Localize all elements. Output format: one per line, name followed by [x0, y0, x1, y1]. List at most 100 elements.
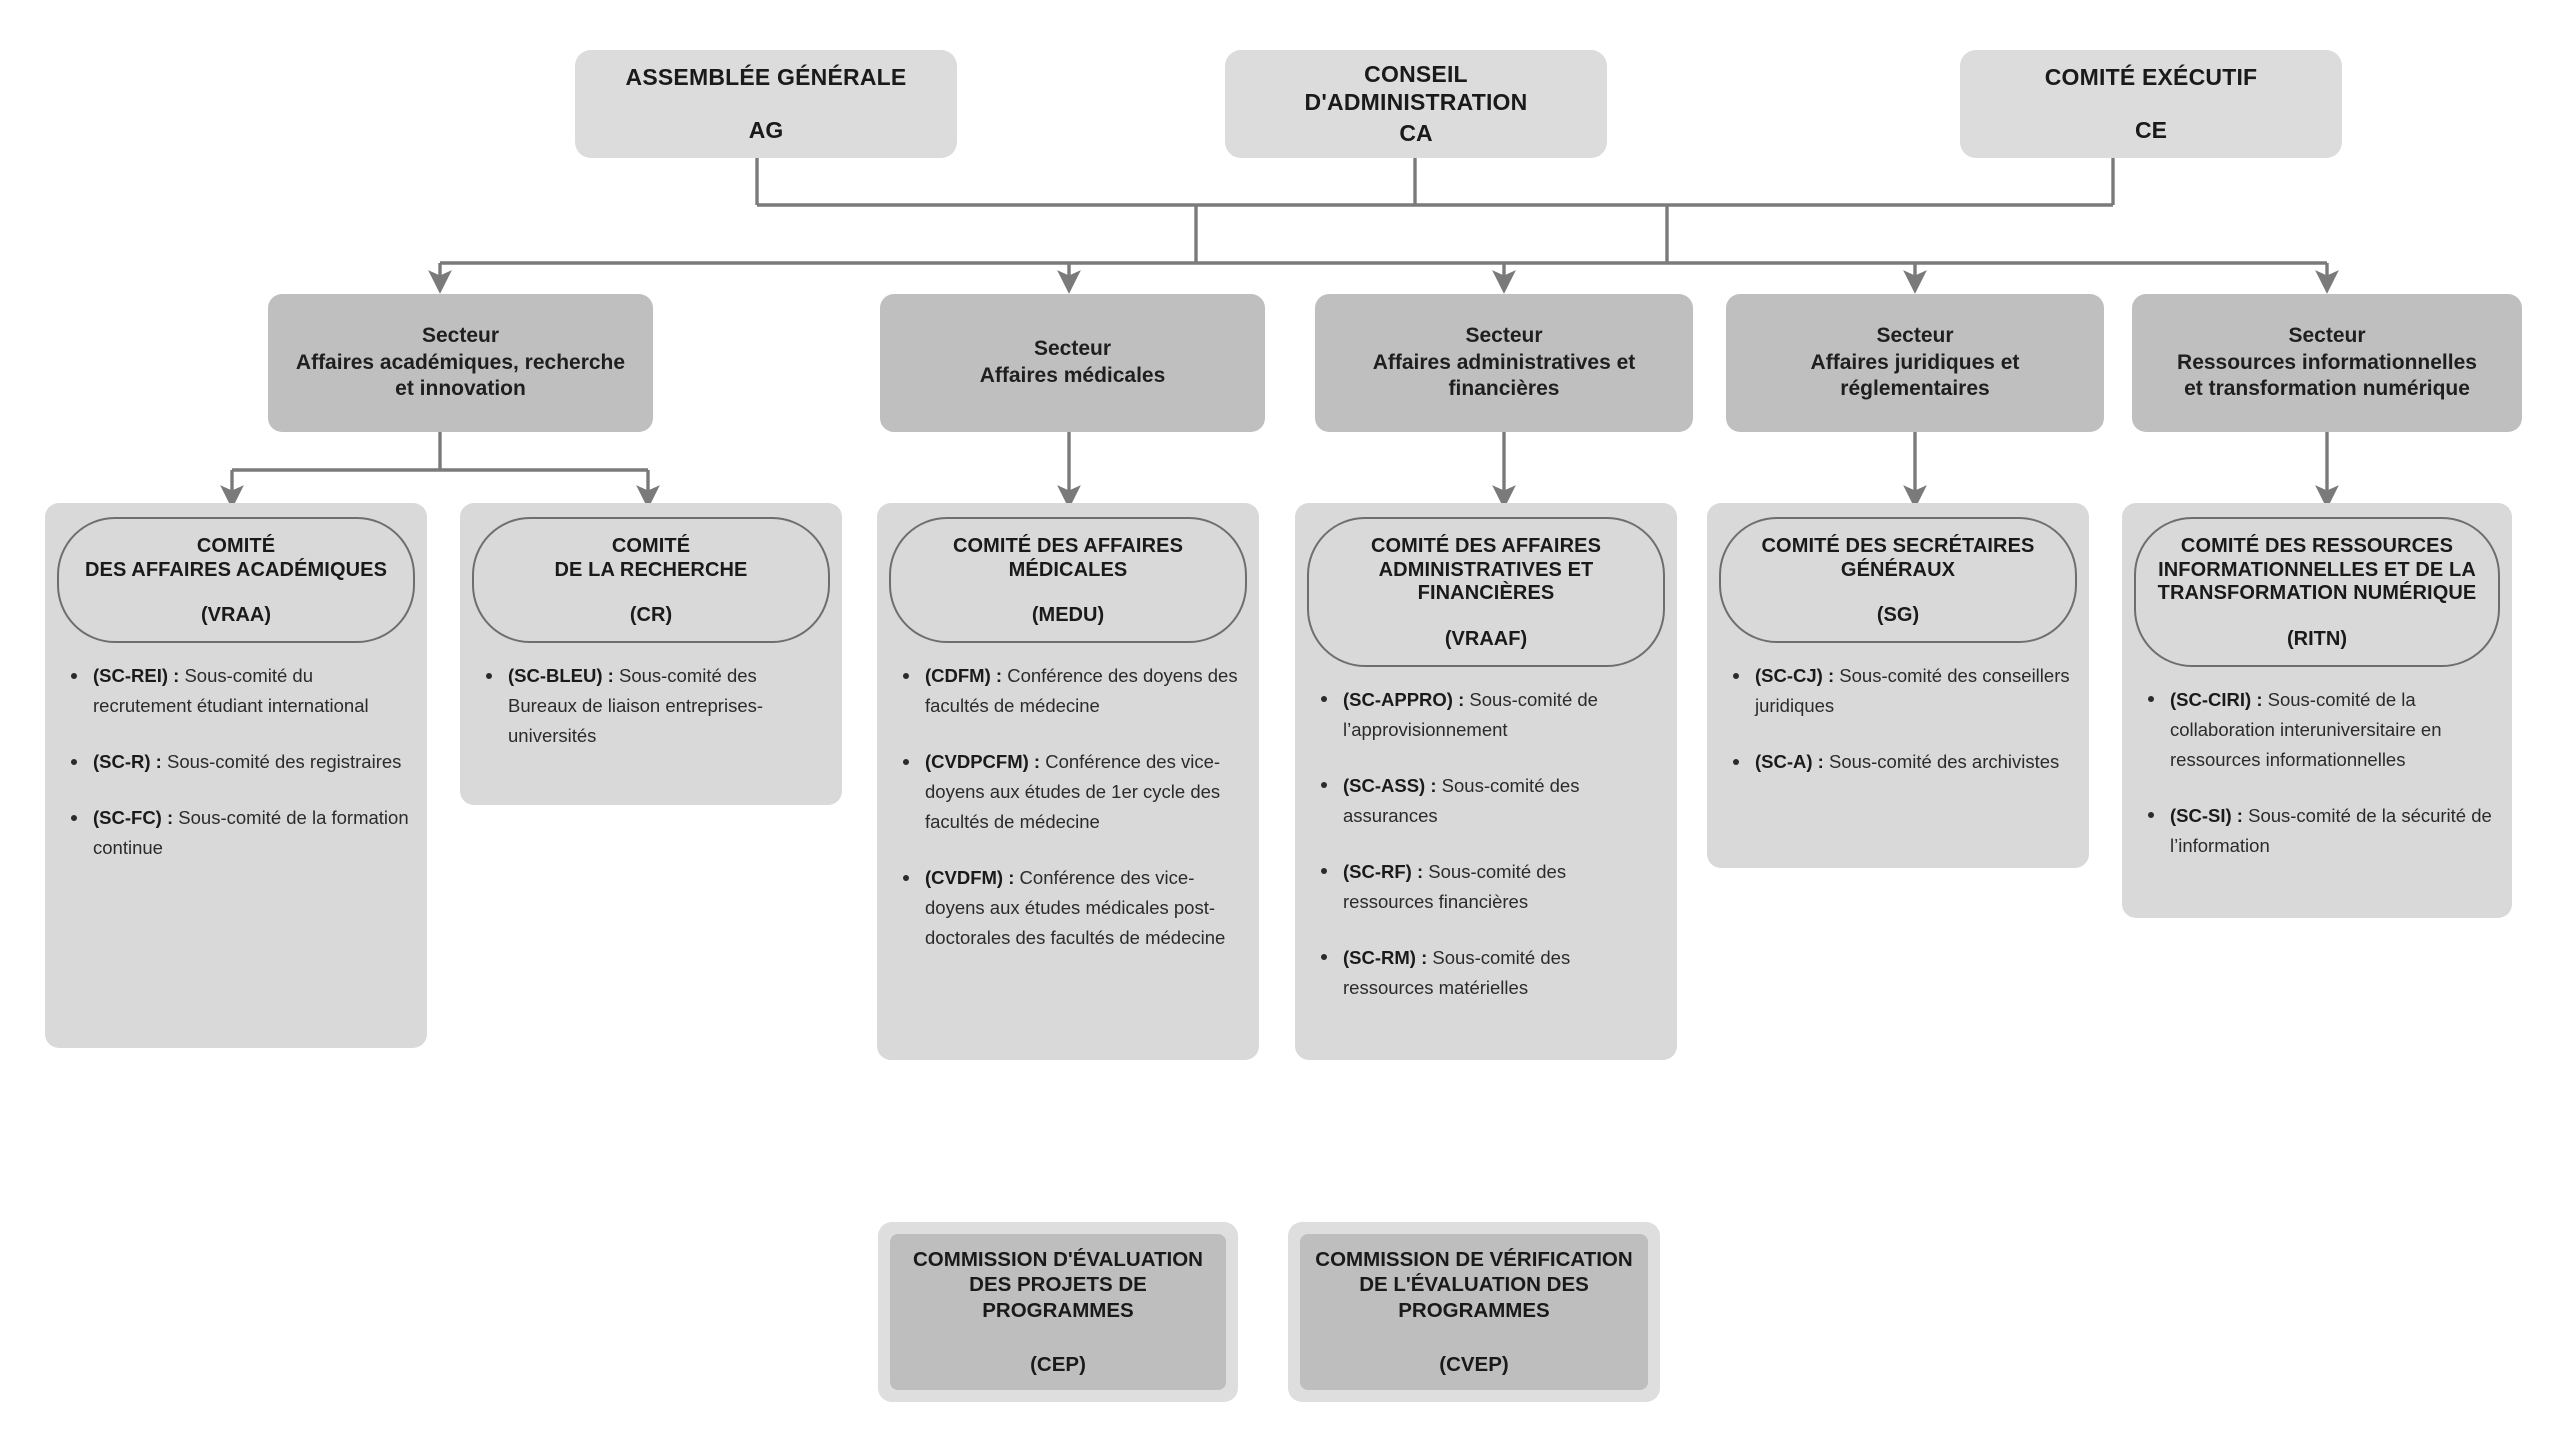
governance-box-ce[interactable]: COMITÉ EXÉCUTIF CE: [1960, 50, 2342, 158]
bullet-icon: [903, 672, 909, 679]
governance-title-line2: D'ADMINISTRATION: [1304, 88, 1528, 115]
bullet-icon: [2148, 812, 2154, 819]
committee-acronym: (MEDU): [1031, 604, 1105, 627]
committee-card-ritn[interactable]: COMITÉ DES RESSOURCES INFORMATIONNELLES …: [2122, 503, 2512, 918]
sector-name-line2: réglementaires: [1840, 377, 1990, 401]
committee-title-line2: INFORMATIONNELLES ET DE LA: [2158, 558, 2476, 581]
bullet-icon: [2148, 696, 2154, 703]
committee-title-line2: DES AFFAIRES ACADÉMIQUES: [84, 558, 388, 581]
governance-acronym: CE: [2135, 117, 2167, 144]
committee-acronym: (SG): [1876, 604, 1920, 627]
subcommittee-code: (CVDFM) :: [925, 867, 1015, 889]
committee-title-line2: DE LA RECHERCHE: [554, 558, 748, 581]
list-item: (SC-REI) : Sous-comité du recrutement ét…: [67, 661, 409, 721]
governance-box-ag[interactable]: ASSEMBLÉE GÉNÉRALE AG: [575, 50, 957, 158]
committee-card-sg[interactable]: COMITÉ DES SECRÉTAIRES GÉNÉRAUX (SG) (SC…: [1707, 503, 2089, 868]
committee-card-cr[interactable]: COMITÉ DE LA RECHERCHE (CR) (SC-BLEU) : …: [460, 503, 842, 805]
committee-title-line2: GÉNÉRAUX: [1840, 558, 1956, 581]
subcommittee-code: (SC-APPRO) :: [1343, 688, 1465, 710]
list-item: (SC-ASS) : Sous-comité des assurances: [1317, 771, 1659, 831]
committee-acronym: (VRAAF): [1444, 627, 1528, 650]
sector-name-line2: et transformation numérique: [2184, 377, 2470, 401]
bullet-icon: [1321, 696, 1327, 703]
list-item: (CVDPCFM) : Conférence des vice-doyens a…: [899, 747, 1241, 837]
subcommittee-text: Sous-comité du recrutement étudiant inte…: [93, 665, 369, 717]
subcommittee-text: Sous-comité de la sécurité de l’informat…: [2170, 804, 2492, 856]
governance-acronym: CA: [1399, 120, 1433, 147]
commission-title-line2: DES PROJETS DE PROGRAMMES: [969, 1273, 1147, 1322]
list-item: (SC-CIRI) : Sous-comité de la collaborat…: [2144, 685, 2494, 775]
commission-title-line1: COMMISSION DE VÉRIFICATION: [1315, 1247, 1633, 1271]
subcommittee-text: Conférence des vice-doyens aux études de…: [925, 751, 1221, 833]
bullet-icon: [1733, 758, 1739, 765]
committee-title-line2: MÉDICALES: [1008, 558, 1128, 581]
sector-kicker: Secteur: [421, 323, 500, 347]
bullet-icon: [1321, 782, 1327, 789]
list-item: (CDFM) : Conférence des doyens des facul…: [899, 661, 1241, 721]
subcommittee-text: Sous-comité de la formation continue: [93, 807, 409, 859]
sector-kicker: Secteur: [2288, 323, 2366, 347]
committee-card-vraaf[interactable]: COMITÉ DES AFFAIRES ADMINISTRATIVES ET F…: [1295, 503, 1677, 1060]
governance-title: ASSEMBLÉE GÉNÉRALE: [625, 63, 907, 90]
sector-name-line1: Affaires médicales: [979, 364, 1166, 387]
committee-header: COMITÉ DES AFFAIRES MÉDICALES (MEDU): [889, 517, 1247, 644]
bullet-icon: [903, 874, 909, 881]
list-item: (SC-APPRO) : Sous-comité de l’approvisio…: [1317, 685, 1659, 745]
sector-box-administratives[interactable]: Secteur Affaires administratives et fina…: [1315, 294, 1693, 432]
bullet-icon: [71, 672, 77, 679]
sector-kicker: Secteur: [1876, 323, 1954, 347]
list-item: (SC-FC) : Sous-comité de la formation co…: [67, 803, 409, 863]
list-item: (CVDFM) : Conférence des vice-doyens aux…: [899, 863, 1241, 953]
commission-card-cep[interactable]: COMMISSION D'ÉVALUATION DES PROJETS DE P…: [878, 1222, 1238, 1402]
committee-acronym: (VRAA): [201, 604, 271, 627]
subcommittee-text: Sous-comité de l’approvisionnement: [1343, 688, 1598, 740]
subcommittee-text: Sous-comité des assurances: [1343, 774, 1580, 826]
commission-acronym: (CVEP): [1439, 1353, 1509, 1377]
subcommittee-text: Sous-comité de la collaboration interuni…: [2170, 688, 2442, 770]
subcommittee-code: (SC-CJ) :: [1755, 665, 1835, 687]
committee-title-line1: COMITÉ DES AFFAIRES: [952, 535, 1184, 557]
list-item: (SC-RM) : Sous-comité des ressources mat…: [1317, 943, 1659, 1003]
committee-header: COMITÉ DES SECRÉTAIRES GÉNÉRAUX (SG): [1719, 517, 2077, 644]
committee-header: COMITÉ DES AFFAIRES ACADÉMIQUES (VRAA): [57, 517, 415, 644]
subcommittee-list: (SC-CJ) : Sous-comité des conseillers ju…: [1719, 661, 2077, 777]
bullet-icon: [1321, 868, 1327, 875]
sector-box-ressources[interactable]: Secteur Ressources informationnelles et …: [2132, 294, 2522, 432]
subcommittee-text: Conférence des doyens des facultés de mé…: [925, 665, 1238, 717]
subcommittee-text: Sous-comité des Bureaux de liaison entre…: [508, 665, 764, 747]
committee-card-medu[interactable]: COMITÉ DES AFFAIRES MÉDICALES (MEDU) (CD…: [877, 503, 1259, 1060]
sector-box-medicales[interactable]: Secteur Affaires médicales: [880, 294, 1265, 432]
subcommittee-code: (SC-ASS) :: [1343, 774, 1437, 796]
list-item: (SC-A) : Sous-comité des archivistes: [1729, 747, 2071, 777]
committee-header: COMITÉ DES AFFAIRES ADMINISTRATIVES ET F…: [1307, 517, 1665, 667]
sector-box-juridiques[interactable]: Secteur Affaires juridiques et réglement…: [1726, 294, 2104, 432]
committee-card-vraa[interactable]: COMITÉ DES AFFAIRES ACADÉMIQUES (VRAA) (…: [45, 503, 427, 1048]
list-item: (SC-RF) : Sous-comité des ressources fin…: [1317, 857, 1659, 917]
list-item: (SC-R) : Sous-comité des registraires: [67, 747, 409, 777]
subcommittee-list: (SC-BLEU) : Sous-comité des Bureaux de l…: [472, 661, 830, 751]
subcommittee-list: (SC-APPRO) : Sous-comité de l’approvisio…: [1307, 685, 1665, 1003]
commission-inner: COMMISSION D'ÉVALUATION DES PROJETS DE P…: [890, 1234, 1226, 1390]
subcommittee-text: Sous-comité des ressources matérielles: [1343, 946, 1571, 998]
governance-box-ca[interactable]: CONSEIL D'ADMINISTRATION CA: [1225, 50, 1607, 158]
committee-title-line1: COMITÉ DES SECRÉTAIRES: [1761, 535, 2035, 557]
subcommittee-code: (SC-SI) :: [2170, 804, 2243, 826]
commission-card-cvep[interactable]: COMMISSION DE VÉRIFICATION DE L'ÉVALUATI…: [1288, 1222, 1660, 1402]
subcommittee-code: (SC-A) :: [1755, 751, 1824, 773]
sector-name-line1: Affaires académiques, recherche: [295, 350, 626, 374]
committee-title-line1: COMITÉ: [611, 535, 691, 557]
bullet-icon: [486, 672, 492, 679]
bullet-icon: [903, 758, 909, 765]
commission-inner: COMMISSION DE VÉRIFICATION DE L'ÉVALUATI…: [1300, 1234, 1648, 1390]
committee-title-line1: COMITÉ DES AFFAIRES: [1370, 535, 1602, 557]
committee-title-line3: TRANSFORMATION NUMÉRIQUE: [2157, 582, 2477, 605]
sector-box-academique[interactable]: Secteur Affaires académiques, recherche …: [268, 294, 653, 432]
sector-kicker: Secteur: [1033, 337, 1112, 361]
bullet-icon: [71, 758, 77, 765]
subcommittee-list: (SC-REI) : Sous-comité du recrutement ét…: [57, 661, 415, 863]
subcommittee-text: Sous-comité des archivistes: [1823, 751, 2060, 773]
bullet-icon: [1733, 672, 1739, 679]
commission-title-line2: DE L'ÉVALUATION DES: [1359, 1273, 1589, 1297]
sector-kicker: Secteur: [1465, 323, 1543, 347]
